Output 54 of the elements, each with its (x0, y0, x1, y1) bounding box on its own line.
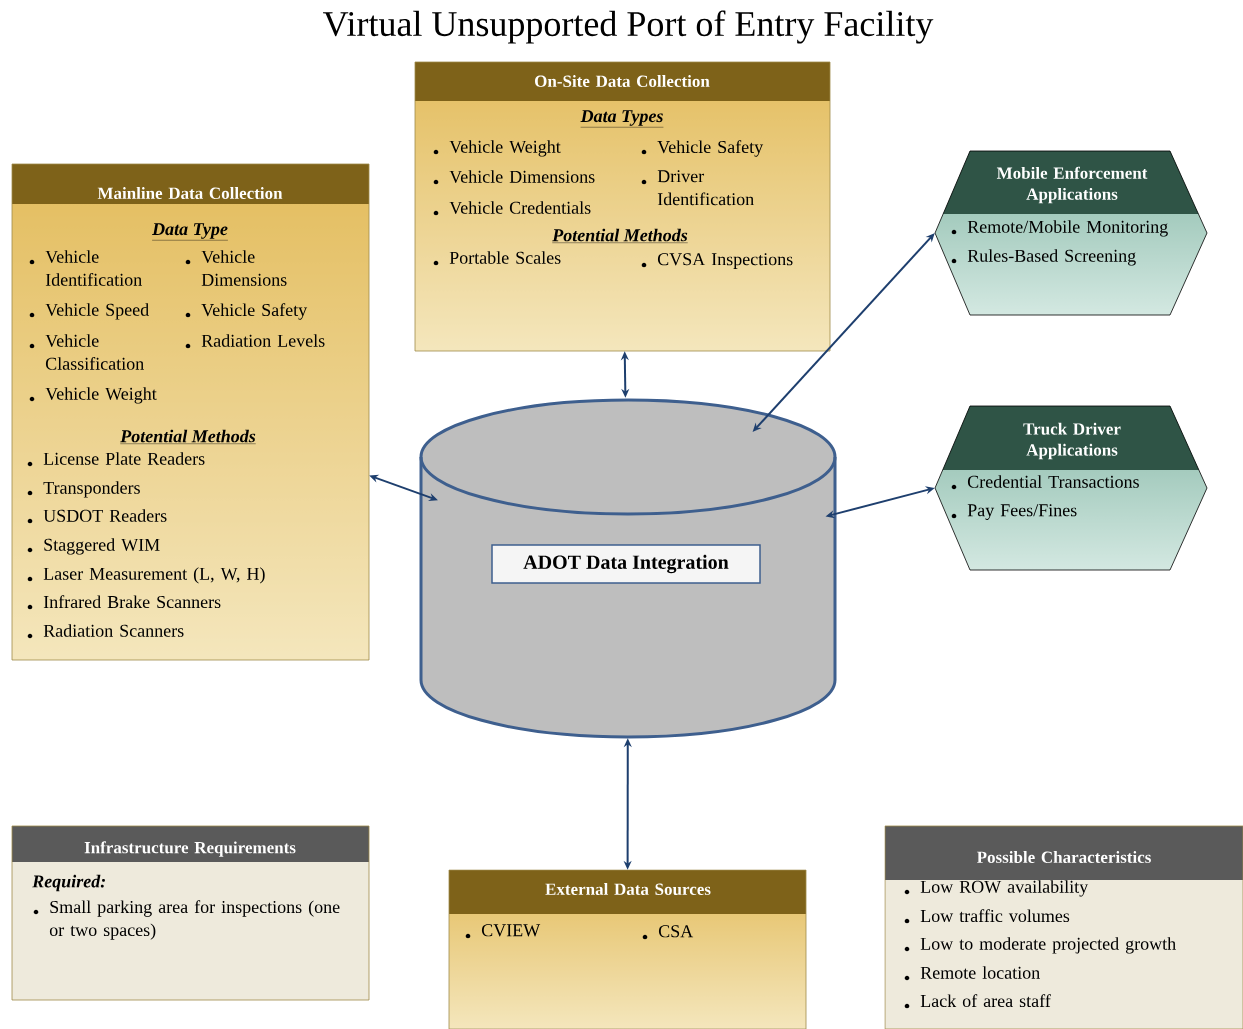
panel-title: Mainline Data Collection (97, 187, 283, 199)
bullet-item: Low traffic volumes (904, 909, 1070, 924)
panel-title: Possible Characteristics (976, 851, 1151, 863)
info-panel (448, 869, 807, 1029)
bullet-item: License Plate Readers (27, 452, 205, 467)
bullet-item: Laser Measurement (L, W, H) (27, 567, 265, 584)
panel-title: Infrastructure Requirements (84, 841, 296, 857)
bullet-item: Vehicle Weight (29, 387, 157, 404)
bullet-item: Vehicle Weight (433, 140, 561, 157)
bullet-item: Radiation Levels (185, 334, 325, 349)
info-panel (11, 163, 370, 661)
bullet-item: Low ROW availability (904, 880, 1089, 897)
panel-title: External Data Sources (545, 883, 711, 895)
info-panel (414, 61, 831, 352)
info-panel (884, 825, 1243, 1029)
diagram-title: Virtual Unsupported Port of Entry Facility (323, 10, 934, 44)
panel-title: Truck Driver Applications (1023, 422, 1121, 460)
bullet-item: Vehicle Safety (185, 303, 308, 320)
bullet-item: Lack of area staff (904, 994, 1051, 1009)
info-panel (11, 825, 370, 1001)
bullet-item: Low to moderate projected growth (904, 937, 1176, 954)
database-cylinder: ADOT Data Integration (419, 398, 837, 739)
section-heading: Potential Methods (120, 429, 256, 444)
bullet-item: CVIEW (465, 924, 541, 939)
bullet-item: Credential Transactions (951, 475, 1139, 490)
bullet-item: Infrared Brake Scanners (27, 595, 221, 610)
bullet-item: Vehicle Safety (641, 140, 764, 157)
bullet-item: Vehicle Classification (29, 334, 144, 370)
bullet-item: USDOT Readers (27, 509, 167, 524)
section-heading: Data Type (151, 223, 229, 241)
bullet-item: Small parking area for inspections (one or two spaces) (33, 900, 340, 940)
bullet-item: Driver Identification (641, 170, 754, 206)
bullet-item: Remote location (904, 966, 1040, 981)
bullet-item: Staggered WIM (27, 538, 160, 555)
bullet-item: Vehicle Speed (29, 303, 149, 320)
bullet-item: Radiation Scanners (27, 624, 184, 639)
panel-title: Mobile Enforcement Applications (996, 166, 1148, 204)
panel-title: On-Site Data Collection (535, 75, 710, 87)
bullet-item: CVSA Inspections (641, 253, 793, 269)
bullet-item: CSA (642, 925, 694, 940)
bullet-item: Remote/Mobile Monitoring (951, 220, 1168, 237)
hexagon-panel (934, 405, 1208, 571)
bullet-item: Pay Fees/Fines (951, 504, 1077, 520)
bullet-item: Vehicle Credentials (433, 201, 591, 216)
bullet-item: Rules-Based Screening (951, 249, 1136, 266)
bullet-item: Vehicle Identification (29, 250, 142, 286)
bullet-item: Transponders (27, 481, 140, 498)
bullet-item: Vehicle Dimensions (185, 250, 287, 286)
hexagon-panel (934, 150, 1208, 316)
section-heading: Data Types (580, 110, 664, 128)
section-heading: Required: (32, 874, 105, 892)
section-heading: Potential Methods (552, 228, 688, 243)
bullet-item: Portable Scales (433, 251, 561, 266)
bullet-item: Vehicle Dimensions (433, 170, 595, 185)
